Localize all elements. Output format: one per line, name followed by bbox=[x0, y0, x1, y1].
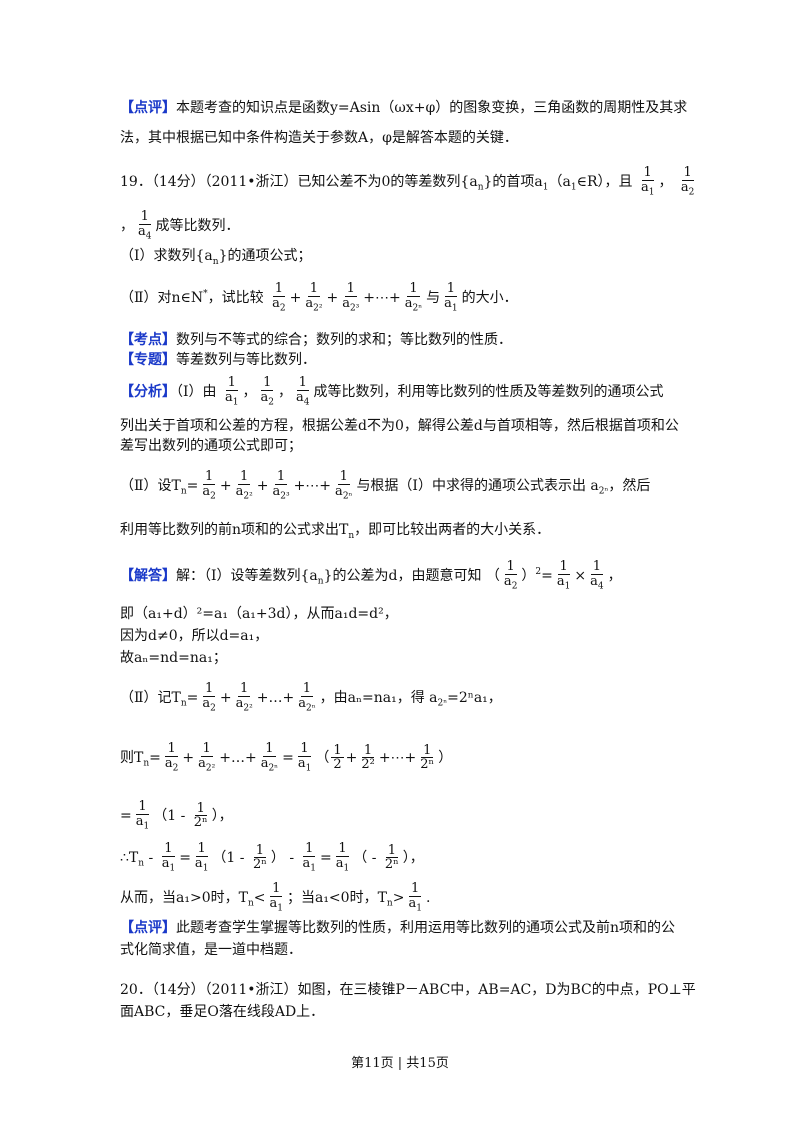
question-19-part-1: （Ⅰ）求数列{an}的通项公式； bbox=[120, 248, 312, 267]
kaodian-line: 【考点】数列与不等式的综合；数列的求和；等比数列的性质． bbox=[120, 332, 512, 348]
zhuanti-line: 【专题】等差数列与等比数列． bbox=[120, 352, 316, 368]
jieda-line-3: 因为d≠0，所以d=a₁， bbox=[120, 628, 269, 644]
fenxi-tag: 【分析】 bbox=[120, 383, 176, 400]
review-line-1: 【点评】本题考查的知识点是函数y=Asin（ωx+φ）的图象变换，三角函数的周期… bbox=[120, 98, 687, 118]
review-tag: 【点评】 bbox=[120, 100, 176, 116]
jieda-line-4: 故aₙ=nd=na₁； bbox=[120, 650, 227, 666]
fenxi-line-5: 利用等比数列的前n项和的公式求出Tn，即可比较出两者的大小关系． bbox=[120, 522, 551, 541]
review-text: 本题考查的知识点是函数y=Asin（ωx+φ）的图象变换，三角函数的周期性及其求 bbox=[176, 100, 688, 116]
fenxi-line-3: 差写出数列的通项公式即可； bbox=[120, 438, 302, 454]
zhuanti-tag: 【专题】 bbox=[120, 352, 176, 368]
question-19-header: 19．（14分）（2011•浙江）已知公差不为0的等差数列{an}的首项a1（a… bbox=[120, 165, 695, 198]
kaodian-tag: 【考点】 bbox=[120, 332, 176, 348]
question-20-line-2: 面ABC，垂足O落在线段AD上． bbox=[120, 1004, 325, 1020]
review2-line-2: 式化简求值，是一道中档题． bbox=[120, 942, 302, 958]
jieda-tag: 【解答】 bbox=[120, 567, 176, 584]
review-line-2: 法，其中根据已知中条件构造关于参数A，φ是解答本题的关键． bbox=[120, 130, 518, 146]
page-footer: 第11页 | 共15页 bbox=[351, 1056, 449, 1071]
review2-line-1: 【点评】此题考查学生掌握等比数列的性质，利用运用等比数列的通项公式及前n项和的公 bbox=[120, 920, 676, 936]
review2-tag: 【点评】 bbox=[120, 920, 176, 936]
fenxi-line-2: 列出关于首项和公差的方程，根据公差d不为0，解得公差d与首项相等，然后根据首项和… bbox=[120, 418, 679, 434]
jieda-line-2: 即（a₁+d）²=a₁（a₁+3d），从而a₁d=d²， bbox=[120, 606, 398, 622]
question-20-line-1: 20．（14分）（2011•浙江）如图，在三棱锥P－ABC中，AB=AC，D为B… bbox=[120, 982, 696, 998]
